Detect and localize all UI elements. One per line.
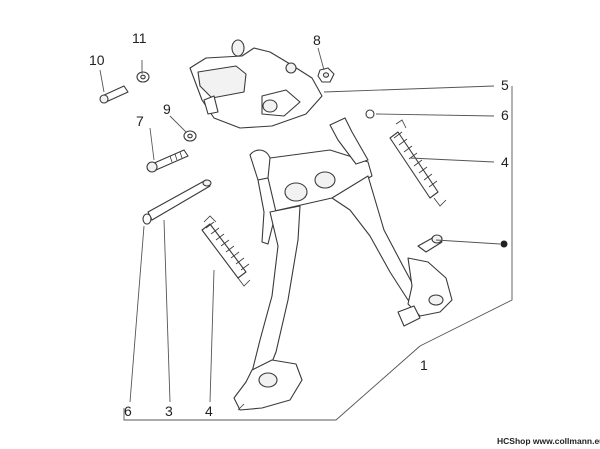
bolt-10 [99,85,129,104]
washer-11 [136,71,150,83]
callout-4-left: 4 [205,403,213,419]
bolt-7 [146,149,189,173]
watermark-text: HCShop www.collmann.eu [497,436,600,446]
callout-11: 11 [132,30,147,46]
callout-5: 5 [501,77,509,93]
reference-dot [500,240,508,248]
leader-lines [99,47,513,421]
center-stand [233,117,453,411]
callout-1: 1 [420,357,428,373]
callout-7: 7 [136,113,144,129]
circlip-6-left [142,213,152,225]
callout-labels: 11 10 8 9 7 5 6 4 1 6 3 4 [89,30,509,419]
callout-9: 9 [163,101,171,117]
callout-6-right: 6 [501,107,509,123]
nut-8 [317,67,335,83]
callout-10: 10 [89,52,105,68]
spring-left [201,215,251,287]
callout-6-left: 6 [124,403,132,419]
mounting-bracket [189,39,323,129]
callout-8: 8 [313,32,321,48]
spring-right [389,119,447,207]
circlip-6-right [365,109,375,119]
washer-9 [183,130,197,142]
callout-3: 3 [165,403,173,419]
axle-pin [147,179,212,221]
callout-4-right: 4 [501,154,509,170]
